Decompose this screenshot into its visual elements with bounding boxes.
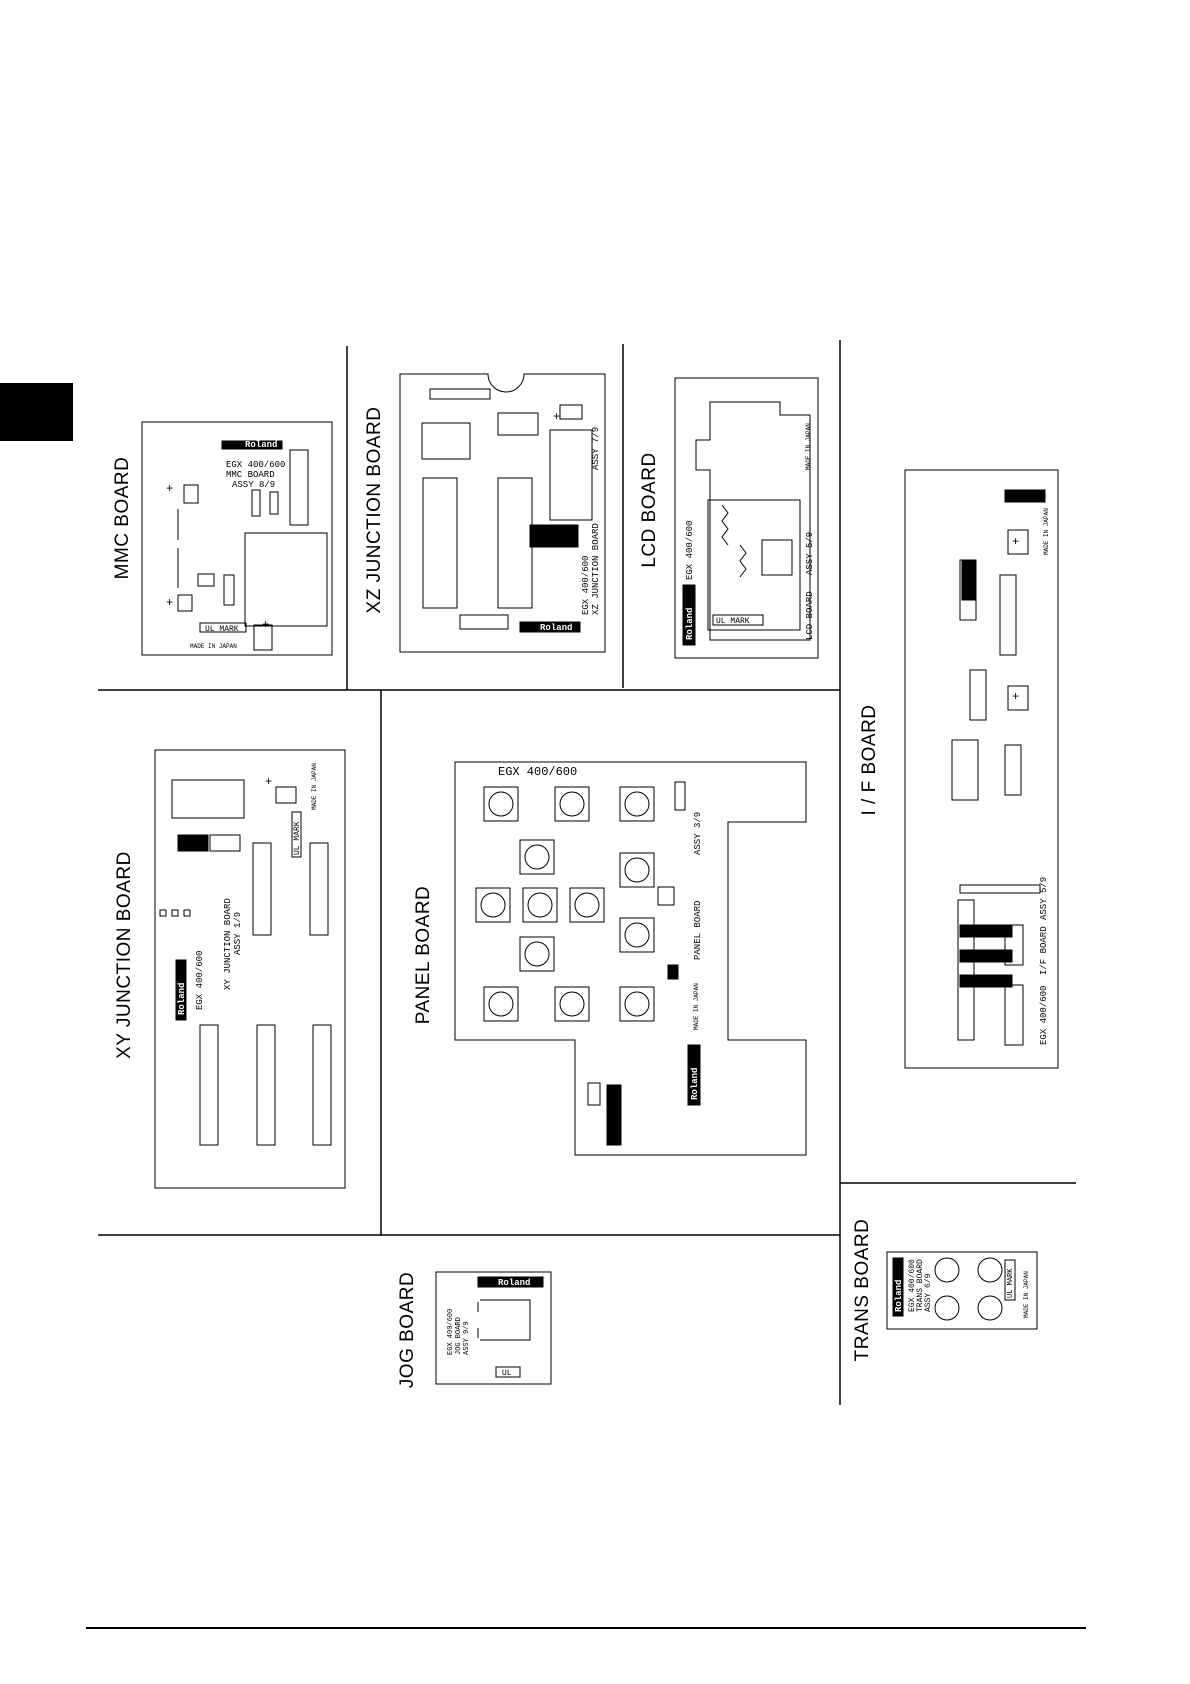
svg-text:+: + — [1012, 690, 1019, 704]
if-made-in-japan: MADE IN JAPAN — [1043, 508, 1050, 555]
if-board-label: I / F BOARD — [859, 704, 880, 816]
lcd-board-drawing: UL MARK Roland EGX 400/600 LCD BOARD ASS… — [674, 377, 819, 659]
xy-model: EGX 400/600 — [195, 951, 205, 1010]
xz-name: XZ JUNCTION BOARD — [591, 523, 601, 615]
jog-assy: ASSY 9/9 — [463, 1321, 471, 1355]
xy-made-in-japan: MADE IN JAPAN — [311, 763, 318, 810]
footer-rule — [86, 1627, 1086, 1629]
xy-brand: Roland — [177, 983, 187, 1015]
chapter-tab-marker — [0, 383, 73, 441]
xz-brand: Roland — [540, 623, 572, 633]
mmc-brand: Roland — [245, 440, 277, 450]
jog-model: EGX 400/600 — [447, 1309, 455, 1355]
svg-text:+: + — [166, 596, 173, 610]
trans-made-in-japan: MADE IN JAPAN — [1023, 1271, 1030, 1318]
svg-text:+: + — [553, 410, 560, 424]
xz-model: EGX 400/600 — [581, 556, 591, 615]
xz-junction-board-drawing: Roland EGX 400/600 XZ JUNCTION BOARD ASS… — [399, 373, 606, 653]
xz-junction-board-label: XZ JUNCTION BOARD — [364, 406, 385, 614]
if-assy: ASSY 5/9 — [1039, 877, 1049, 920]
mmc-model: EGX 400/600 — [226, 460, 285, 470]
svg-text:+: + — [1012, 535, 1019, 549]
trans-assy: ASSY 6/9 — [924, 1273, 933, 1312]
xy-ul-mark: UL MARK — [293, 821, 302, 855]
panel-made-in-japan: MADE IN JAPAN — [693, 983, 700, 1030]
svg-text:+: + — [166, 482, 173, 496]
trans-board-label: TRANS BOARD — [852, 1218, 873, 1362]
section-dividers — [98, 340, 1076, 1405]
panel-name: PANEL BOARD — [693, 901, 703, 960]
jog-board-label: JOG BOARD — [397, 1271, 418, 1389]
mmc-name: MMC BOARD — [226, 470, 275, 480]
lcd-brand: Roland — [685, 608, 695, 640]
panel-board-label: PANEL BOARD — [413, 885, 434, 1025]
mmc-board-label: MMC BOARD — [112, 456, 133, 580]
trans-board-drawing: Roland EGX 400/600 TRANS BOARD ASSY 6/9 … — [886, 1251, 1038, 1330]
xy-name: XY JUNCTION BOARD — [223, 898, 233, 990]
if-model: EGX 400/600 — [1039, 986, 1049, 1045]
lcd-ul-mark: UL MARK — [716, 617, 750, 626]
lcd-board-label: LCD BOARD — [639, 452, 660, 568]
xy-assy: ASSY 1/9 — [233, 912, 243, 955]
panel-model: EGX 400/600 — [498, 765, 577, 779]
mmc-board-drawing: Roland EGX 400/600 MMC BOARD ASSY 8/9 UL… — [141, 421, 333, 656]
trans-ul-mark: UL MARK — [1007, 1268, 1015, 1298]
panel-assy: ASSY 3/9 — [693, 812, 703, 855]
jog-ul: UL — [502, 1369, 512, 1378]
panel-board-drawing: EGX 400/600 Roland ASSY 3/9 PANEL BOARD … — [454, 761, 807, 1156]
panel-brand: Roland — [690, 1068, 700, 1100]
svg-text:+: + — [265, 775, 272, 789]
jog-name: JOG BOARD — [455, 1317, 463, 1355]
lcd-made-in-japan: MADE IN JAPAN — [805, 423, 812, 470]
xy-junction-board-label: XY JUNCTION BOARD — [114, 851, 135, 1059]
jog-brand: Roland — [498, 1278, 530, 1288]
if-board-drawing: + + MADE IN JAPAN EGX 400/600 I/F BOARD … — [904, 469, 1059, 1069]
trans-model: EGX 400/600 — [908, 1259, 917, 1312]
mmc-assy: ASSY 8/9 — [232, 480, 275, 490]
trans-brand: Roland — [894, 1280, 904, 1312]
lcd-model: EGX 400/600 — [685, 521, 695, 580]
if-name: I/F BOARD — [1039, 926, 1049, 975]
trans-name: TRANS BOARD — [916, 1259, 925, 1312]
lcd-name: LCD BOARD — [805, 591, 815, 640]
xy-junction-board-drawing: + UL MARK MADE IN JAPAN Roland EGX 400/6… — [154, 749, 346, 1189]
xz-assy: ASSY 7/9 — [591, 427, 601, 470]
jog-board-drawing: Roland EGX 400/600 JOG BOARD ASSY 9/9 UL — [435, 1271, 552, 1385]
lcd-assy: ASSY 5/9 — [805, 532, 815, 575]
mmc-ul-mark: UL MARK — [205, 625, 239, 634]
mmc-made-in-japan: MADE IN JAPAN — [190, 643, 237, 650]
